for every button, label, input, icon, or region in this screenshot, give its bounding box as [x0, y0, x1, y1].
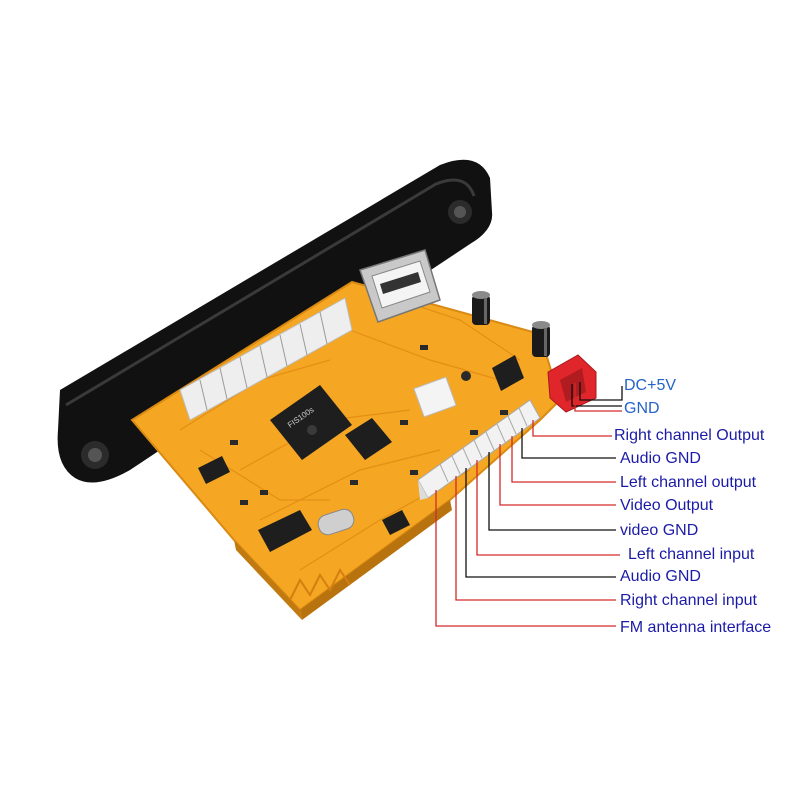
label-left-channel-output: Left channel output — [620, 474, 757, 491]
main-chip: FIS100s — [270, 385, 352, 460]
pin-header — [417, 399, 541, 500]
usb-port — [359, 249, 441, 323]
chip-3 — [258, 510, 312, 552]
chip-4 — [198, 456, 230, 484]
crystal — [317, 508, 355, 536]
label-left-channel-input: Left channel input — [628, 546, 755, 563]
white-pads — [413, 376, 457, 418]
chip-2 — [345, 418, 392, 460]
label-gnd: GND — [624, 400, 660, 417]
label-video-output: Video Output — [620, 497, 714, 514]
label-audio-gnd-2: Audio GND — [620, 568, 701, 585]
bt-antenna — [289, 568, 351, 601]
ribbon-connector — [179, 297, 353, 421]
leader-lines — [435, 382, 623, 627]
label-right-channel-input: Right channel input — [620, 592, 757, 609]
chip-5 — [382, 510, 410, 535]
capacitor-1 — [472, 291, 490, 325]
capacitor-2 — [532, 321, 550, 357]
label-right-channel-output: Right channel Output — [614, 427, 765, 444]
smd-components — [230, 345, 508, 505]
label-fm-antenna: FM antenna interface — [620, 619, 772, 636]
label-audio-gnd-1: Audio GND — [620, 450, 701, 467]
label-dc5v: DC+5V — [624, 377, 677, 394]
chip-6 — [492, 355, 524, 391]
label-video-gnd: video GND — [620, 522, 699, 539]
